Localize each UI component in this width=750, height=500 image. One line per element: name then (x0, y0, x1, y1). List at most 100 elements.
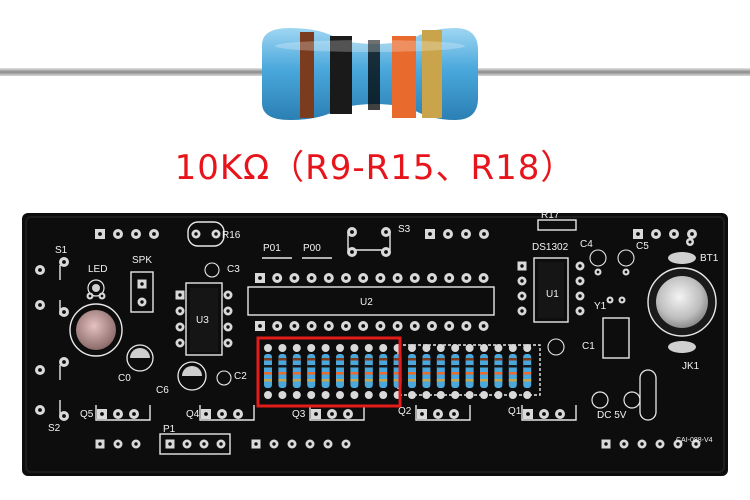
resistor-pad-bottom (364, 391, 373, 399)
transistor-pad-hole (116, 412, 120, 416)
ldr-outline (69, 303, 123, 357)
resistor-pad-bottom (465, 391, 474, 399)
body-highlight (275, 40, 465, 52)
bottom-right-pad-hole (640, 442, 644, 446)
u3-left-pad-hole (178, 341, 182, 345)
spk-outline (130, 271, 154, 313)
bottom-right-pad-hole (676, 442, 680, 446)
resistor-pad-top (480, 344, 488, 352)
top-header-mid-pad-hole (446, 232, 450, 236)
resistor-band-small (465, 379, 474, 382)
transistor-pad-hole (220, 412, 224, 416)
transistor-pad-hole (132, 412, 136, 416)
transistor-pad-hole (236, 412, 240, 416)
coin-cell (656, 276, 708, 328)
label-q2: Q2 (398, 406, 412, 417)
label-q3: Q3 (292, 409, 306, 420)
q1-outline (521, 405, 577, 421)
c4-pad-hole (596, 270, 600, 274)
u2-outline (247, 286, 495, 316)
resistor-band-small (278, 358, 287, 361)
ldr-sensor (76, 310, 116, 350)
p1-pad-hole (202, 442, 206, 446)
label-u1: U1 (546, 289, 559, 300)
resistor-band-small (336, 358, 344, 361)
c0-fill (130, 348, 150, 358)
transistor-pad-hole (330, 412, 334, 416)
label-dc5v: DC 5V (597, 410, 627, 421)
c2-outline (216, 370, 232, 386)
resistor-band-small (307, 379, 316, 382)
small-resistor (436, 344, 445, 399)
u2-bottom-pad-hole (292, 324, 297, 328)
resistor-band-small (465, 365, 474, 368)
label-q5: Q5 (80, 409, 94, 420)
c6-outline (177, 361, 207, 391)
transistor-pad-hole (346, 412, 350, 416)
label-u3: U3 (196, 315, 209, 326)
c3-outline (204, 262, 220, 278)
u1-right-pad-hole (578, 294, 582, 298)
resistor-band-small (393, 372, 402, 375)
top-header-right-pad-hole (672, 232, 676, 236)
band-black (330, 36, 352, 114)
u2-top-pad-hole (361, 276, 366, 280)
pcb-board (22, 213, 728, 476)
resistor-band-small (379, 372, 388, 375)
resistor-pad-top (307, 344, 316, 352)
resistor-band-small (508, 372, 517, 375)
u2-top-pad-hole (412, 276, 417, 280)
s3-pad-hole (384, 230, 388, 234)
resistor-band-small (494, 365, 503, 368)
u2-bottom-pad-hole (447, 324, 452, 328)
u3-ic (190, 288, 218, 352)
resistor-pad-top (422, 344, 431, 352)
transistor-pad-hole (558, 412, 562, 416)
resistor-band-small (292, 379, 301, 382)
resistor-band-small (278, 379, 287, 382)
resistor-band-small (350, 379, 359, 382)
u2-bottom-pad-hole (481, 324, 486, 328)
resistor-band-small (379, 379, 388, 382)
transistor-pad-hole (452, 412, 456, 416)
led-outline (87, 279, 105, 297)
resistor-band-small (422, 358, 431, 361)
q5-outline (95, 405, 151, 421)
resistor-pad-top (278, 344, 287, 352)
band-black-2 (368, 40, 380, 110)
r16-outline (187, 221, 225, 247)
resistor-pad-bottom (422, 391, 431, 399)
resistor-band-small (307, 365, 316, 368)
resistor-pad-top (523, 344, 532, 352)
resistor-band-small (321, 379, 330, 382)
c6-fill (182, 366, 202, 376)
small-resistor (379, 344, 388, 399)
r17-outline (537, 219, 577, 231)
u3-right-pad-hole (226, 293, 230, 297)
resistor-band-small (292, 358, 301, 361)
small-resistor (508, 344, 517, 399)
bottom-right-pad-hole (658, 442, 662, 446)
resistor-band-small (292, 365, 301, 368)
resistor-band-small (494, 372, 503, 375)
resistor-pad-bottom (264, 391, 272, 399)
label-ds1302: DS1302 (532, 242, 569, 253)
c5-outline (617, 249, 635, 267)
resistor-band-small (408, 372, 416, 375)
resistor-pad-top (336, 344, 344, 352)
p1-pad-hole (185, 442, 189, 446)
u2-top-pad-hole (378, 276, 383, 280)
transistor-pad-hole (436, 412, 440, 416)
small-resistor (264, 344, 272, 399)
resistor-pad-bottom (350, 391, 359, 399)
resistor-pad-bottom (292, 391, 301, 399)
resistor-band-small (264, 372, 272, 375)
spk-pad-hole (140, 282, 144, 286)
switch-pad-hole (62, 414, 66, 418)
bottom-mid-pad-hole (326, 442, 330, 446)
u2-top-pad-hole (395, 276, 400, 280)
resistor-pad-top (292, 344, 301, 352)
label-c4: C4 (580, 239, 593, 250)
transistor-pad-hole (420, 412, 424, 416)
u1-left-pad-hole (520, 264, 524, 268)
